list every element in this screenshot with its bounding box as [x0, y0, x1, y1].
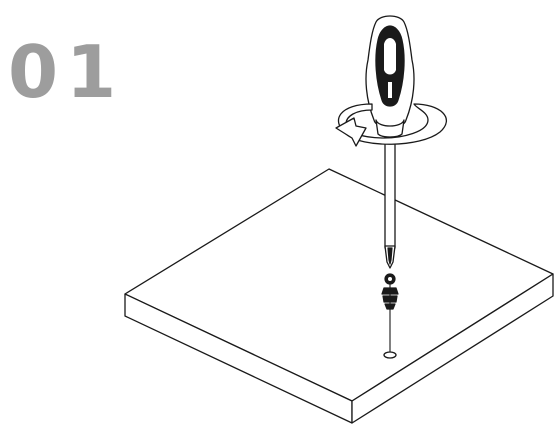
- screwdriver-shaft: [384, 127, 396, 249]
- screwdriver-icon: [365, 15, 415, 269]
- step-number: 01: [8, 30, 125, 114]
- rotation-arrow-icon: [335, 103, 447, 147]
- board-top-face: [124, 168, 554, 402]
- board-panel: [124, 168, 554, 424]
- board-right-edge: [351, 273, 554, 424]
- pilot-hole-icon: [383, 351, 397, 359]
- screw-icon: [381, 273, 399, 311]
